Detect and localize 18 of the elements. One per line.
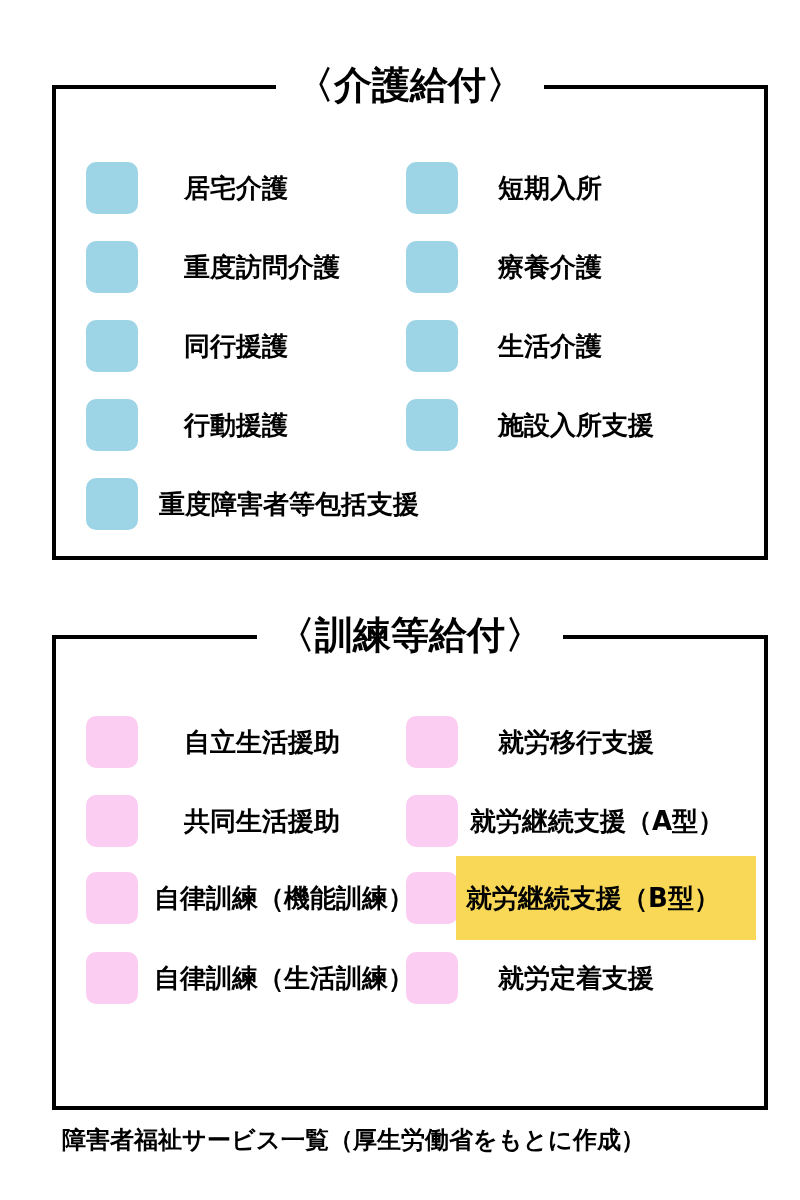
service-label: 居宅介護 xyxy=(184,171,288,205)
service-label: 短期入所 xyxy=(498,171,602,205)
highlight-box: 就労継続支援（B型） xyxy=(456,856,756,940)
service-label: 共同生活援助 xyxy=(184,804,340,838)
service-label: 生活介護 xyxy=(498,329,602,363)
service-label: 施設入所支援 xyxy=(498,408,654,442)
service-label: 就労移行支援 xyxy=(498,725,654,759)
service-label: 行動援護 xyxy=(184,408,288,442)
service-label: 療養介護 xyxy=(498,250,602,284)
service-label: 自立生活援助 xyxy=(184,725,340,759)
service-label: 重度障害者等包括支援 xyxy=(159,487,419,521)
service-label: 重度訪問介護 xyxy=(184,250,340,284)
service-label: 同行援護 xyxy=(184,329,288,363)
service-label: 自律訓練（機能訓練） xyxy=(154,881,414,915)
service-label: 就労継続支援（A型） xyxy=(470,804,725,838)
service-label: 就労定着支援 xyxy=(498,961,654,995)
service-label: 自律訓練（生活訓練） xyxy=(154,961,414,995)
caption: 障害者福祉サービス一覧（厚生労働省をもとに作成） xyxy=(62,1125,645,1156)
